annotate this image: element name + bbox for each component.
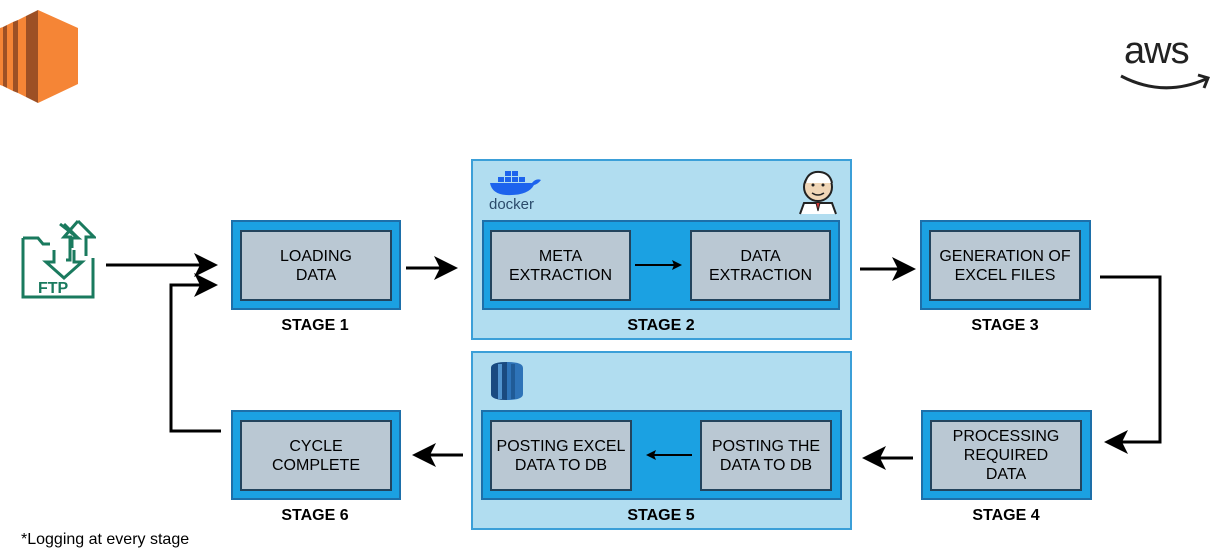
stage-3-box: GENERATION OF EXCEL FILES bbox=[929, 230, 1081, 301]
ec2-logo-icon bbox=[0, 10, 78, 103]
footnote: *Logging at every stage bbox=[21, 531, 190, 548]
stage-5-posting-data-box: POSTING THE DATA TO DB bbox=[700, 420, 832, 491]
jenkins-icon bbox=[799, 170, 837, 215]
arrow-stage6-loop-to-stage1 bbox=[169, 273, 221, 433]
docker-whale-icon bbox=[490, 171, 541, 196]
stage-6-label: STAGE 6 bbox=[281, 507, 349, 524]
aws-smile-icon bbox=[1120, 73, 1211, 90]
stage-5-posting-excel-box: POSTING EXCEL DATA TO DB bbox=[490, 420, 632, 491]
aws-logo: aws bbox=[1118, 30, 1218, 96]
stage-2-data-box: DATA EXTRACTION bbox=[690, 230, 831, 301]
stage-2-label: STAGE 2 bbox=[627, 317, 695, 334]
stage-4-label: STAGE 4 bbox=[972, 507, 1040, 524]
docker-logo: docker bbox=[488, 168, 548, 214]
arrow-stage3-to-stage4 bbox=[1100, 275, 1162, 454]
stage-1-box: LOADING DATA bbox=[240, 230, 392, 301]
ftp-label: FTP bbox=[38, 280, 69, 297]
docker-label: docker bbox=[489, 196, 535, 213]
aws-logo-text: aws bbox=[1124, 30, 1190, 72]
stage-6-box: CYCLE COMPLETE bbox=[240, 420, 392, 491]
ftp-folder-icon: FTP bbox=[21, 220, 96, 299]
stage-4-box: PROCESSING REQUIRED DATA bbox=[930, 420, 1082, 491]
stage-2-meta-box: META EXTRACTION bbox=[490, 230, 631, 301]
stage-5-label: STAGE 5 bbox=[627, 507, 695, 524]
stage-3-label: STAGE 3 bbox=[971, 317, 1039, 334]
stage-1-label: STAGE 1 bbox=[281, 317, 349, 334]
database-icon bbox=[491, 362, 523, 400]
